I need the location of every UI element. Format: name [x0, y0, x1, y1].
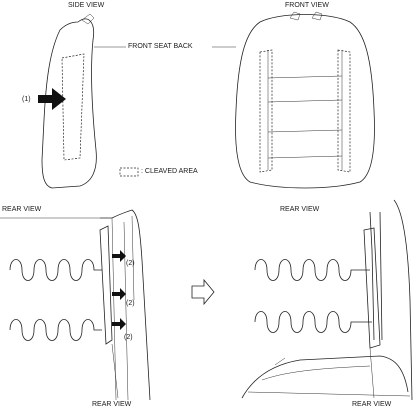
rear-view-label-bottom-left: REAR VIEW: [92, 401, 132, 408]
rear-view-label-top-right: REAR VIEW: [280, 206, 320, 213]
front-view-label: FRONT VIEW: [285, 2, 329, 9]
spring-right-upper: [254, 259, 370, 281]
spring-left-lower: [9, 319, 102, 341]
rear-view-label-bottom-right: REAR VIEW: [352, 401, 392, 408]
callout-1-label: (1): [22, 96, 31, 103]
rear-view-right: [241, 199, 413, 401]
front-view-seat-back: [235, 11, 375, 189]
rear-view-left: [0, 209, 151, 401]
legend-dashed-box: [119, 167, 139, 177]
spring-right-lower: [254, 311, 372, 333]
rear-view-label-top-left: REAR VIEW: [2, 206, 42, 213]
legend-label: : CLEAVED AREA: [141, 168, 198, 175]
side-view-seat-back: [41, 13, 97, 189]
side-view-label: SIDE VIEW: [68, 2, 105, 9]
side-cleaved-area: [61, 53, 85, 161]
front-cleaved-right: [337, 49, 351, 173]
callout-2c-label: (2): [124, 334, 133, 341]
clip-arrow-icon-1: [112, 250, 126, 262]
spring-left-upper: [9, 259, 102, 281]
clip-arrow-icon-2: [112, 288, 126, 300]
front-cleaved-left: [259, 49, 273, 173]
clip-arrow-icon-3: [112, 318, 126, 330]
front-seat-back-label: FRONT SEAT BACK: [128, 43, 193, 50]
transition-arrow-icon: [191, 278, 215, 306]
callout-2a-label: (2): [126, 260, 135, 267]
callout-2b-label: (2): [126, 300, 135, 307]
arrow-1-icon: [38, 88, 66, 110]
